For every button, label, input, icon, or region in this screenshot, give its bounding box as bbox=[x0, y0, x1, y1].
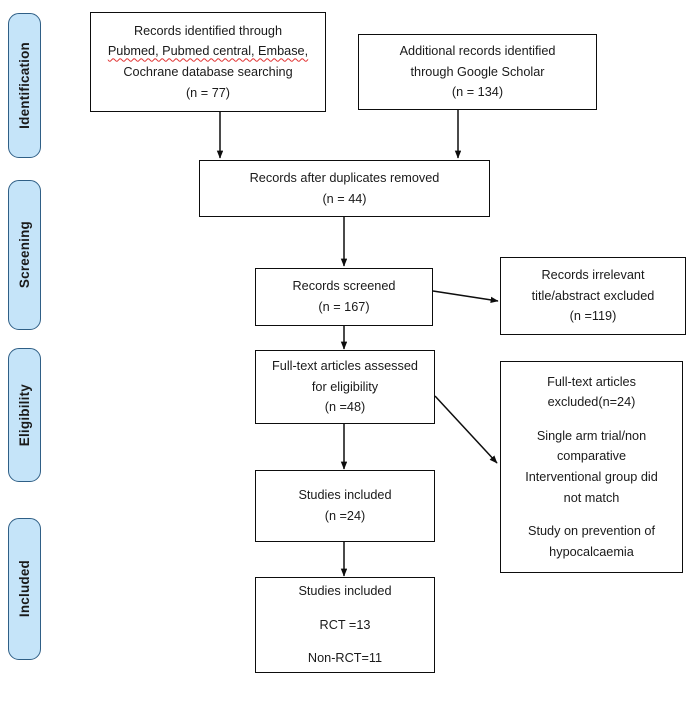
node-studies-included-count: (n =24) bbox=[324, 509, 366, 523]
node-records-identified-line-2: Pubmed, Pubmed central, Embase, bbox=[107, 44, 309, 59]
node-fulltext-assessed: Full-text articles assessed for eligibil… bbox=[255, 350, 435, 424]
stage-included: Included bbox=[8, 518, 41, 660]
node-fulltext-excluded-reason-3a: Study on prevention of bbox=[528, 524, 655, 539]
node-studies-included-line-1: Studies included bbox=[298, 488, 392, 503]
node-studies-included-breakdown-title: Studies included bbox=[298, 584, 392, 599]
node-additional-records: Additional records identified through Go… bbox=[358, 34, 597, 110]
node-records-screened-count: (n = 167) bbox=[318, 300, 370, 314]
stage-label-identification: Identification bbox=[17, 42, 32, 129]
node-fulltext-assessed-line-1: Full-text articles assessed bbox=[272, 359, 418, 374]
node-fulltext-excluded-line-1: Full-text articles bbox=[547, 374, 636, 389]
node-records-screened-line-1: Records screened bbox=[292, 279, 396, 294]
node-additional-records-line-2: through Google Scholar bbox=[410, 64, 545, 79]
stage-label-screening: Screening bbox=[17, 221, 32, 289]
arrow-fulltext-to-excluded bbox=[434, 395, 498, 464]
stage-identification: Identification bbox=[8, 13, 41, 158]
arrow-screened-to-excluded bbox=[432, 290, 499, 304]
node-records-identified-line-1: Records identified through bbox=[133, 23, 283, 38]
node-fulltext-excluded: Full-text articles excluded(n=24) Single… bbox=[500, 361, 683, 573]
node-studies-included-breakdown: Studies included RCT =13 Non-RCT=11 bbox=[255, 577, 435, 673]
stage-eligibility: Eligibility bbox=[8, 348, 41, 482]
node-records-identified-count: (n = 77) bbox=[185, 85, 231, 100]
node-duplicates-removed-line-1: Records after duplicates removed bbox=[249, 170, 440, 185]
node-fulltext-excluded-reason-2a: Interventional group did bbox=[525, 470, 658, 484]
node-fulltext-assessed-line-2: for eligibility bbox=[311, 379, 379, 394]
node-studies-included-breakdown-rct: RCT =13 bbox=[319, 617, 371, 632]
node-records-excluded: Records irrelevant title/abstract exclud… bbox=[500, 257, 686, 335]
node-fulltext-assessed-count: (n =48) bbox=[324, 400, 366, 415]
node-additional-records-line-1: Additional records identified bbox=[399, 44, 556, 59]
node-studies-included-breakdown-non-rct: Non-RCT=11 bbox=[307, 651, 383, 666]
node-additional-records-count: (n = 134) bbox=[451, 85, 504, 100]
node-fulltext-excluded-reason-1b: comparative bbox=[556, 449, 627, 464]
stage-label-included: Included bbox=[17, 560, 32, 618]
node-records-excluded-count: (n =119) bbox=[569, 309, 617, 324]
node-fulltext-excluded-count: excluded(n=24) bbox=[547, 395, 636, 410]
node-studies-included: Studies included (n =24) bbox=[255, 470, 435, 542]
node-records-screened: Records screened (n = 167) bbox=[255, 268, 433, 326]
stage-label-eligibility: Eligibility bbox=[17, 383, 32, 447]
node-fulltext-excluded-reason-1a: Single arm trial/non bbox=[536, 428, 647, 443]
node-records-excluded-line-2: title/abstract excluded bbox=[531, 288, 655, 303]
node-records-identified-line-3: Cochrane database searching bbox=[123, 65, 293, 79]
node-records-identified: Records identified through Pubmed, Pubme… bbox=[90, 12, 326, 112]
node-duplicates-removed-count: (n = 44) bbox=[322, 191, 367, 206]
node-records-excluded-line-1: Records irrelevant bbox=[541, 268, 645, 283]
node-fulltext-excluded-reason-3b: hypocalcaemia bbox=[549, 544, 634, 559]
node-fulltext-excluded-reason-2b: not match bbox=[563, 490, 620, 505]
node-duplicates-removed: Records after duplicates removed (n = 44… bbox=[199, 160, 490, 217]
stage-screening: Screening bbox=[8, 180, 41, 330]
